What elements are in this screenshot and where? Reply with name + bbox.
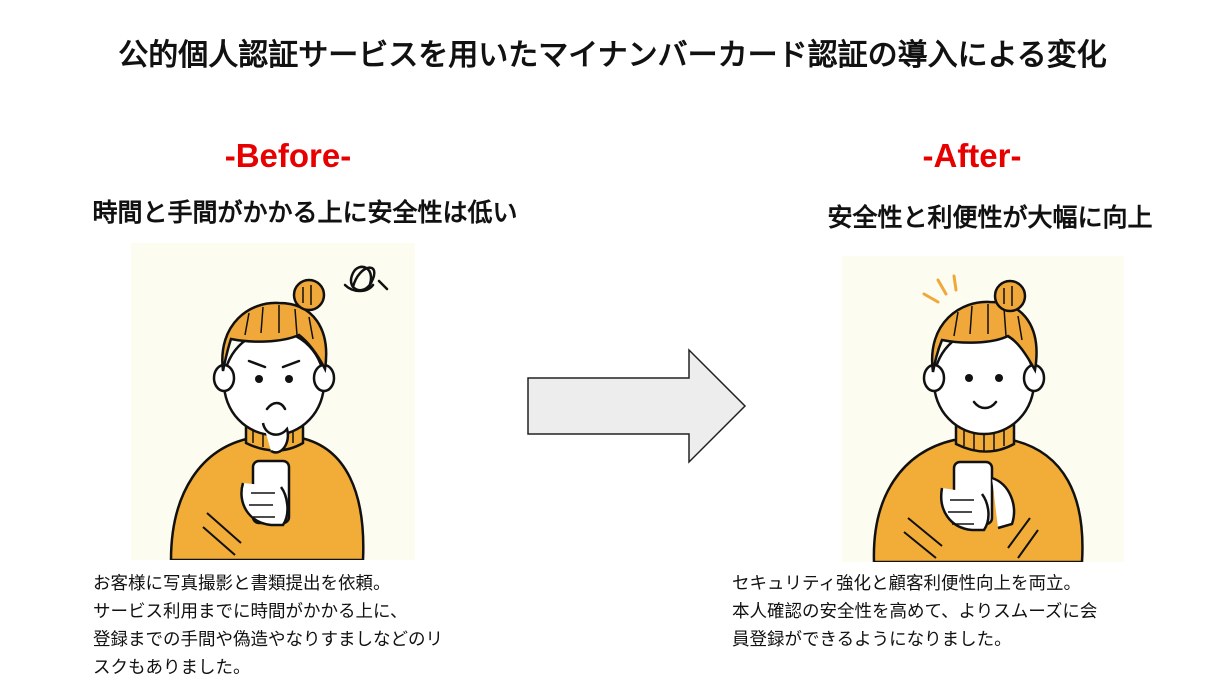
right-arrow-icon [527, 348, 747, 464]
before-caption: お客様に写真撮影と書類提出を依頼。 サービス利用までに時間がかかる上に、 登録ま… [93, 570, 443, 682]
before-caption-line: スクもありました。 [93, 658, 251, 678]
after-caption-line: 員登録ができるようになりました。 [732, 630, 1012, 650]
before-caption-line: サービス利用までに時間がかかる上に、 [93, 602, 408, 622]
happy-person-illustration [872, 274, 1084, 564]
after-label: -After- [922, 137, 1022, 174]
after-heading: 安全性と利便性が大幅に向上 [827, 203, 1153, 232]
after-illustration [842, 256, 1124, 564]
before-caption-line: お客様に写真撮影と書類提出を依頼。 [93, 574, 391, 594]
confusion-scribble-icon [343, 265, 389, 293]
before-heading: 時間と手間がかかる上に安全性は低い [92, 198, 518, 227]
before-label: -Before- [224, 137, 352, 174]
page-title: 公的個人認証サービスを用いたマイナンバーカード認証の導入による変化 [118, 38, 1107, 73]
worried-person-illustration [169, 265, 389, 562]
before-caption-line: 登録までの手間や偽造やなりすましなどのリ [93, 630, 443, 650]
after-caption-line: 本人確認の安全性を高めて、よりスムーズに会 [732, 602, 1098, 622]
after-caption-line: セキュリティ強化と顧客利便性向上を両立。 [732, 574, 1081, 594]
after-caption: セキュリティ強化と顧客利便性向上を両立。 本人確認の安全性を高めて、よりスムーズ… [732, 570, 1097, 654]
sparkle-icon [922, 274, 958, 304]
before-illustration [131, 243, 415, 562]
